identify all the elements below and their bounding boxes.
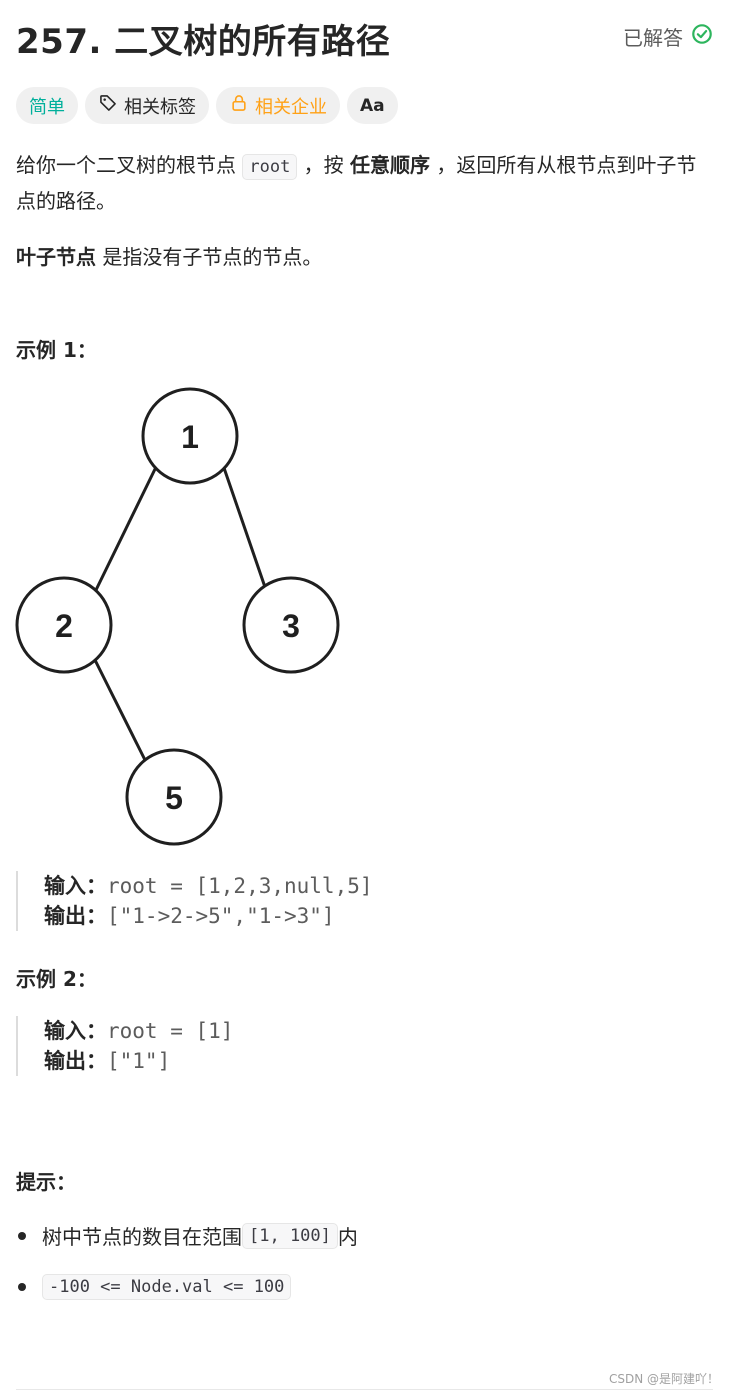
tag-bar: 简单 相关标签 相关企业 Aa <box>16 87 398 124</box>
description-paragraph-1: 给你一个二叉树的根节点 root ，按 任意顺序 ，返回所有从根节点到叶子节点的… <box>16 153 697 213</box>
tree-node-1: 1 <box>141 387 239 485</box>
related-companies-label: 相关企业 <box>255 96 327 118</box>
difficulty-badge[interactable]: 简单 <box>16 87 78 124</box>
input-label: 输入： <box>44 1019 107 1043</box>
solved-status: 已解答 <box>623 22 713 51</box>
solved-label: 已解答 <box>623 26 683 50</box>
binary-tree-diagram: 1 2 3 5 <box>15 387 340 846</box>
leaf-node-bold: 叶子节点 <box>16 245 96 269</box>
bullet-dot <box>18 1283 26 1291</box>
related-companies-button[interactable]: 相关企业 <box>216 87 340 124</box>
tree-node-2: 2 <box>15 576 113 674</box>
output-value: ["1"] <box>107 1049 171 1073</box>
output-value: ["1->2->5","1->3"] <box>107 904 335 928</box>
related-tags-button[interactable]: 相关标签 <box>85 87 209 124</box>
any-order-bold: 任意顺序 <box>350 153 431 177</box>
example-2-heading: 示例 2： <box>16 967 97 991</box>
output-label: 输出： <box>44 904 107 928</box>
output-label: 输出： <box>44 1049 107 1073</box>
description-paragraph-2: 叶子节点 是指没有子节点的节点。 <box>16 245 323 269</box>
hints-heading: 提示： <box>16 1170 76 1194</box>
example-1-heading: 示例 1： <box>16 338 97 362</box>
input-label: 输入： <box>44 874 107 898</box>
svg-text:1: 1 <box>181 419 199 455</box>
check-circle-icon <box>691 23 713 50</box>
watermark: CSDN @是阿建吖！ <box>608 1372 719 1386</box>
svg-text:3: 3 <box>282 608 300 644</box>
input-value: root = [1,2,3,null,5] <box>107 874 373 898</box>
related-tags-label: 相关标签 <box>124 96 196 118</box>
value-range-code: -100 <= Node.val <= 100 <box>42 1274 292 1300</box>
root-code: root <box>242 154 298 180</box>
svg-text:5: 5 <box>165 780 183 816</box>
tree-node-3: 3 <box>242 576 340 674</box>
tree-node-5: 5 <box>125 748 223 846</box>
hint-item-1: 树中节点的数目在范围 [1, 100] 内 <box>16 1221 358 1250</box>
hint-item-2: -100 <= Node.val <= 100 <box>16 1274 292 1300</box>
lock-icon <box>229 93 249 118</box>
translate-button[interactable]: Aa <box>347 87 398 124</box>
bullet-dot <box>18 1231 26 1240</box>
input-value: root = [1] <box>107 1019 234 1043</box>
svg-text:2: 2 <box>55 608 73 644</box>
example-2-block: 输入：root = [1] 输出：["1"] <box>16 1016 233 1076</box>
tag-icon <box>98 93 118 118</box>
range-code: [1, 100] <box>242 1222 338 1249</box>
translate-icon: Aa <box>360 95 385 116</box>
divider <box>16 1389 713 1390</box>
example-1-block: 输入：root = [1,2,3,null,5] 输出：["1->2->5","… <box>16 871 373 931</box>
problem-title: 257. 二叉树的所有路径 <box>16 22 391 62</box>
